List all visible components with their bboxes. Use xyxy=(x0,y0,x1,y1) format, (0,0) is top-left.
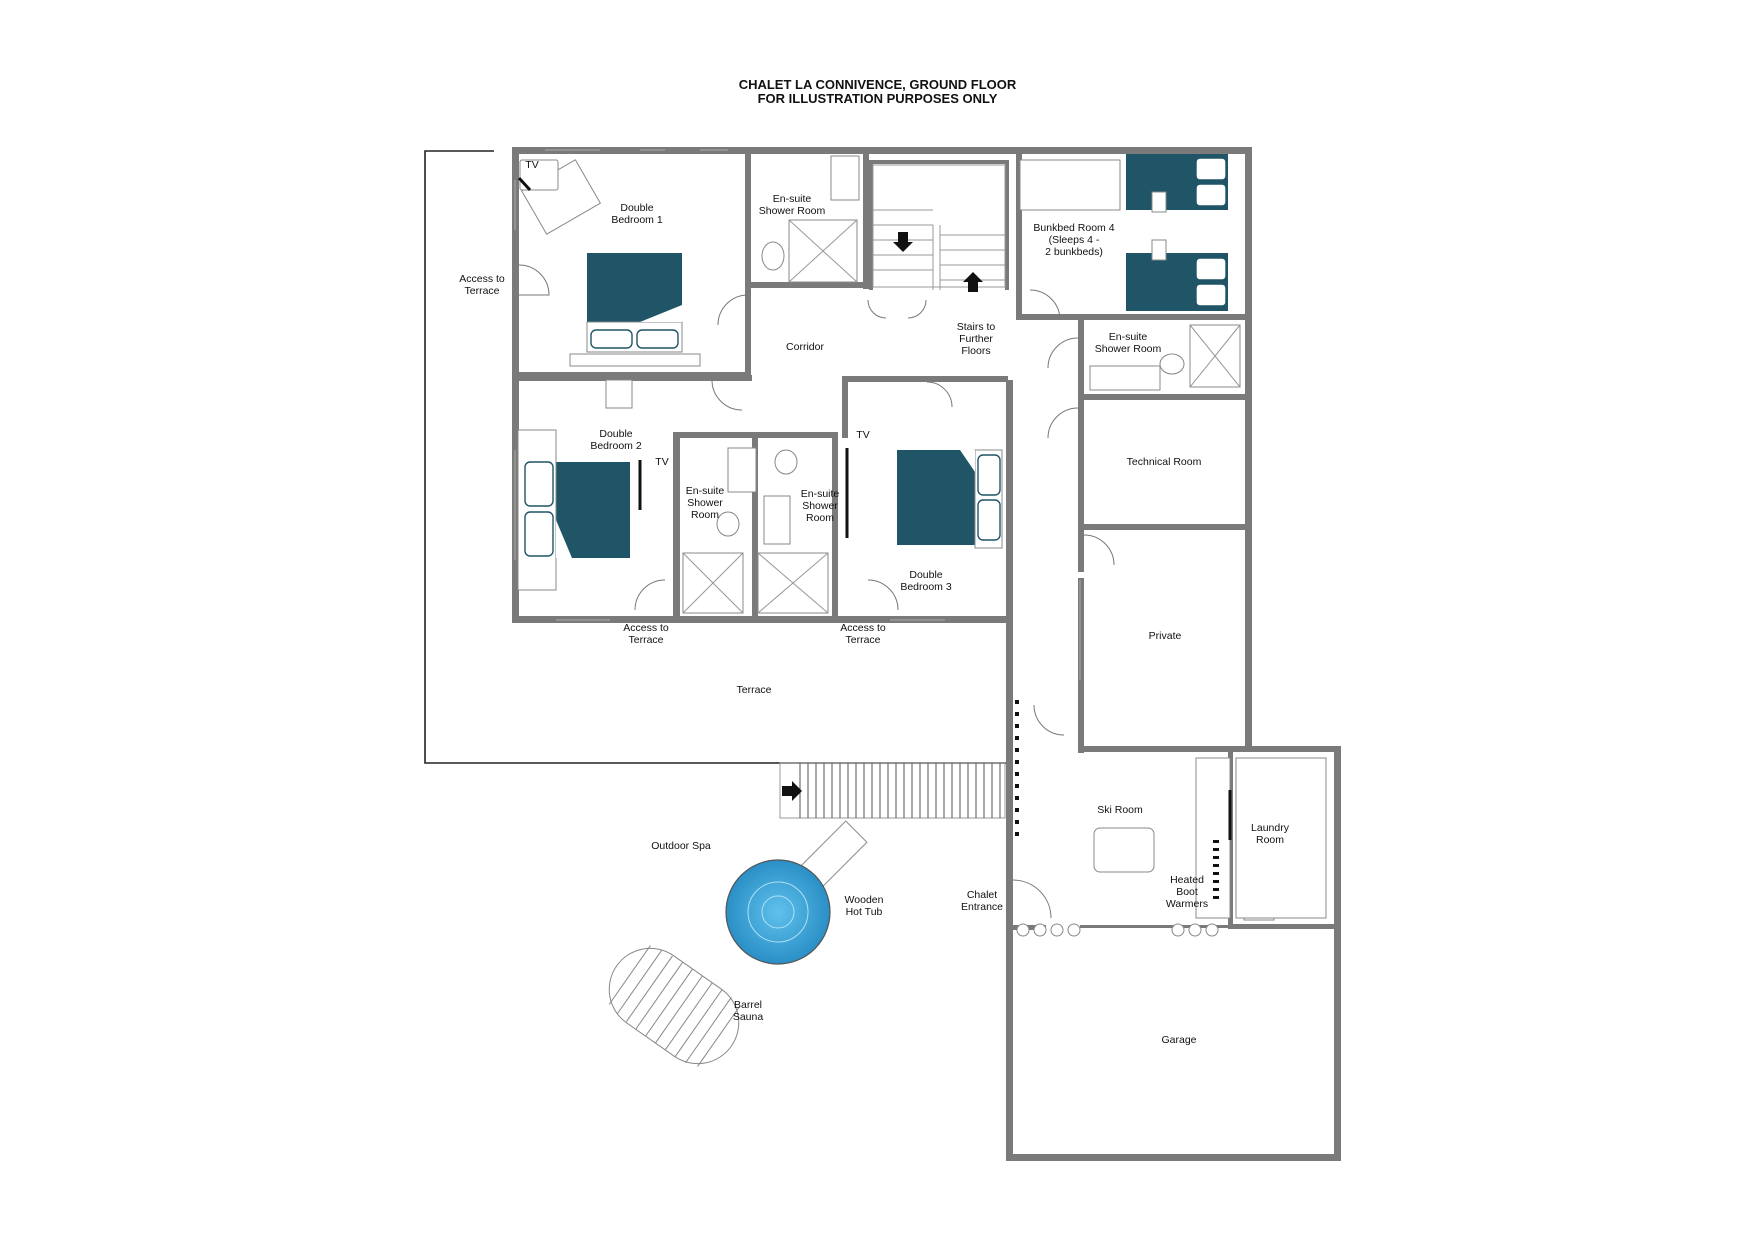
label-outdoor-spa: Outdoor Spa xyxy=(651,840,711,852)
boot-warmer-racks xyxy=(1213,840,1219,899)
bed-bedroom-2 xyxy=(517,429,630,591)
furniture-misc xyxy=(519,159,1327,921)
interior-stairs xyxy=(872,164,1006,290)
label-garage: Garage xyxy=(1161,1034,1197,1046)
outdoor-stair-treads xyxy=(799,763,1001,818)
bed-bedroom-1 xyxy=(569,253,701,367)
plan-title: CHALET LA CONNIVENCE, GROUND FLOOR xyxy=(738,77,1017,92)
arrow-up-icon xyxy=(963,272,983,292)
doors xyxy=(518,264,1115,919)
windows xyxy=(514,149,1081,680)
arrow-right-icon xyxy=(782,781,802,801)
bunkbeds xyxy=(1126,154,1228,311)
arrow-down-icon xyxy=(893,232,913,252)
tv-label-bedroom-1: TV xyxy=(525,159,539,171)
label-technical-room: Technical Room xyxy=(1126,456,1202,468)
bathroom-fixtures xyxy=(682,155,1241,614)
tv-label-bedroom-3: TV xyxy=(856,429,870,441)
terrace-outline xyxy=(424,150,1010,764)
hot-tub xyxy=(725,820,868,965)
tv-label-bedroom-2: TV xyxy=(655,456,669,468)
label-bunkbed-room-4: Bunkbed Room 4(Sleeps 4 -2 bunkbeds) xyxy=(1033,222,1115,258)
plan-subtitle: FOR ILLUSTRATION PURPOSES ONLY xyxy=(757,91,998,106)
outdoor-stairs xyxy=(779,762,1006,819)
bed-bedroom-3 xyxy=(897,449,1003,549)
label-corridor: Corridor xyxy=(786,341,824,353)
label-ski-room: Ski Room xyxy=(1097,804,1143,816)
stools xyxy=(1016,923,1219,937)
label-private: Private xyxy=(1148,630,1182,642)
barrel-sauna xyxy=(608,945,740,1067)
railing xyxy=(1015,700,1019,836)
label-terrace: Terrace xyxy=(736,684,772,696)
tv-units xyxy=(517,176,1232,840)
